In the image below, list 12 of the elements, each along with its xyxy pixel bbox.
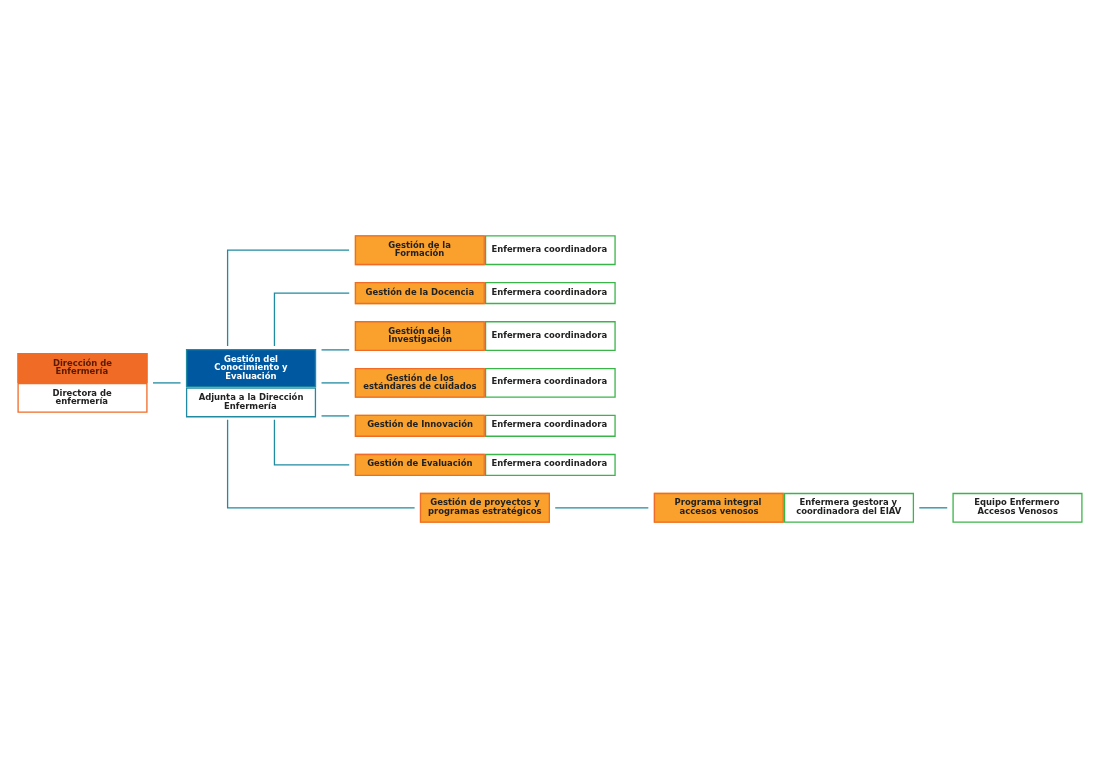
node-label: Enfermera coordinadora — [491, 243, 608, 254]
node-label: Enfermera coordinadora — [491, 376, 608, 387]
node-text: Gestión de Innovación — [367, 419, 474, 430]
node-text: Gestión de Evaluación — [367, 458, 473, 469]
node-text: Gestión de la Investigación — [388, 325, 453, 345]
node-label: Enfermera coordinadora — [491, 419, 608, 430]
node-label: Enfermera coordinadora — [491, 458, 608, 469]
node-text: Gestión de la Formación — [388, 239, 451, 259]
node-text: Gestión de los estándares de cuidados — [363, 372, 477, 392]
node-text: Gestión de la Docencia — [365, 286, 475, 297]
node-label: Enfermera coordinadora — [491, 286, 608, 297]
node-label: Enfermera coordinadora — [491, 329, 608, 340]
